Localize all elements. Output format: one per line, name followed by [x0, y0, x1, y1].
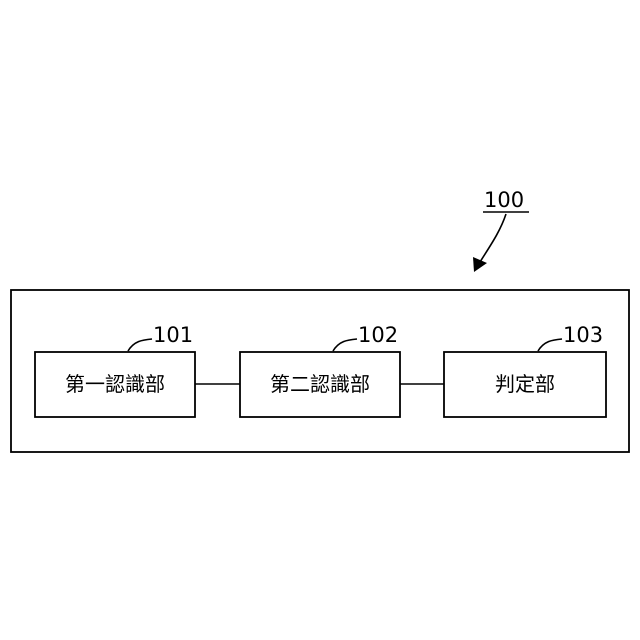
block-label: 判定部: [495, 372, 555, 396]
system-ref-leader: [480, 214, 506, 262]
block-ref-label: 103: [563, 323, 603, 347]
block-ref-label: 101: [153, 323, 193, 347]
block-ref-label: 102: [358, 323, 398, 347]
system-ref-label: 100: [484, 188, 524, 212]
block-label: 第二認識部: [270, 372, 370, 396]
system-ref-arrowhead: [473, 257, 487, 272]
block-label: 第一認識部: [65, 372, 165, 396]
